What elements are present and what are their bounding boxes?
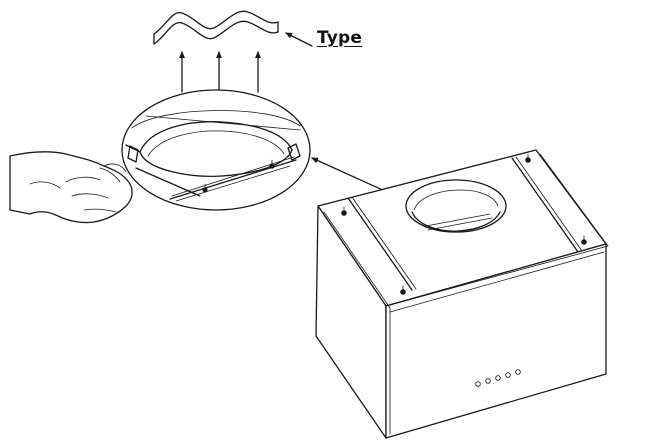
control-button-3 (495, 375, 501, 381)
lift-arrows (179, 51, 261, 93)
type-leader-arrow (285, 32, 313, 47)
control-button-1 (475, 381, 481, 387)
hood-body (315, 149, 609, 439)
control-button-2 (485, 378, 491, 384)
control-button-4 (505, 372, 511, 378)
wavy-filter-part (153, 10, 279, 45)
control-button-5 (515, 369, 521, 375)
type-label: Type (317, 28, 363, 48)
magnified-detail (121, 89, 311, 211)
control-buttons (475, 369, 521, 387)
hand-illustration (9, 151, 133, 224)
